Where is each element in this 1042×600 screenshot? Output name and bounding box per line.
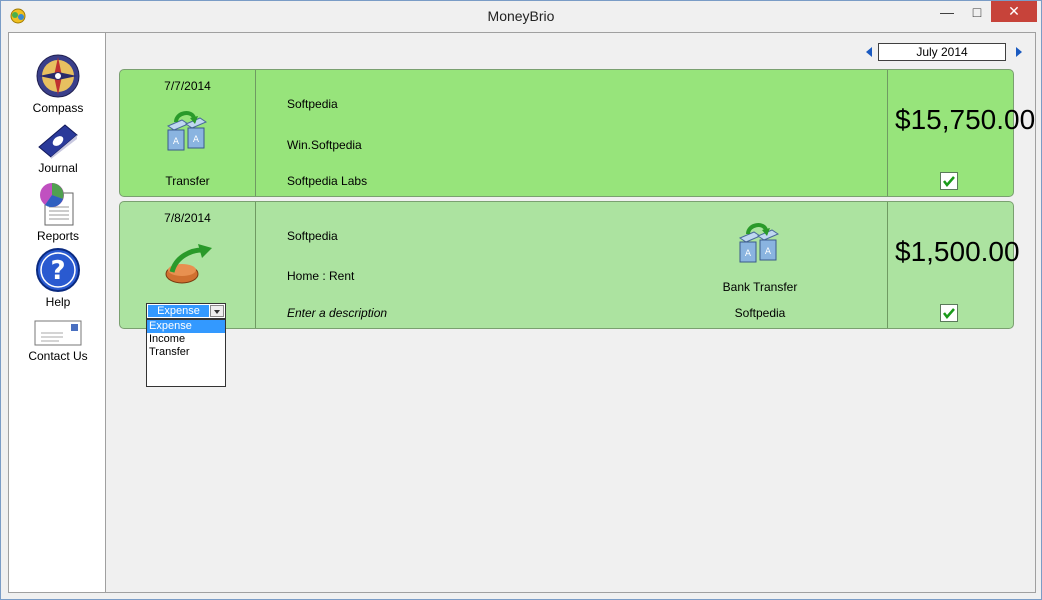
close-button[interactable]: ✕ <box>991 1 1037 22</box>
sidebar-item-label: Reports <box>36 229 80 243</box>
entry-amount[interactable]: $15,750.00 <box>895 104 1036 135</box>
bank-account[interactable]: Softpedia <box>734 306 786 320</box>
dropdown-option-income[interactable]: Income <box>149 333 186 345</box>
entry-amount[interactable]: $1,500.00 <box>895 236 1020 267</box>
dropdown-option-expense[interactable]: Expense <box>147 320 225 333</box>
entry-date[interactable]: 7/7/2014 <box>164 79 211 93</box>
journal-entry[interactable]: 7/7/2014 A A Transfer Softpedia Win.Soft… <box>119 69 1036 197</box>
cleared-checkbox[interactable] <box>940 172 958 190</box>
svg-text:?: ? <box>50 256 65 286</box>
svg-text:A: A <box>173 137 180 147</box>
help-icon: ? <box>36 248 80 292</box>
expense-type-icon[interactable] <box>162 242 214 289</box>
svg-text:A: A <box>193 135 200 145</box>
sidebar: Compass Journal Reports <box>8 32 106 593</box>
transfer-icon: A A <box>738 223 780 263</box>
entry-description[interactable]: Softpedia Labs <box>287 174 368 188</box>
envelope-icon <box>34 320 82 346</box>
entry-type-select[interactable]: Expense <box>146 303 226 319</box>
svg-text:A: A <box>765 247 772 257</box>
compass-icon <box>36 54 80 98</box>
svg-text:A: A <box>745 249 752 259</box>
bank-transfer-icon[interactable]: A A <box>736 220 782 269</box>
dropdown-toggle-button[interactable] <box>210 305 224 317</box>
entry-type-dropdown-list: Expense Income Transfer <box>146 319 226 387</box>
chevron-down-icon <box>214 310 220 314</box>
sidebar-item-label: Journal <box>38 161 78 175</box>
entry-account[interactable]: Win.Softpedia <box>287 138 362 152</box>
title-bar[interactable]: MoneyBrio — □ ✕ <box>1 1 1041 32</box>
app-logo-icon <box>10 8 26 24</box>
month-navigator: July 2014 <box>864 43 1024 63</box>
sidebar-item-label: Help <box>45 295 71 309</box>
column-divider <box>255 202 256 328</box>
column-divider <box>887 70 888 196</box>
bank-transfer-label[interactable]: Bank Transfer <box>722 280 798 294</box>
sidebar-item-contact-us[interactable]: Contact Us <box>9 319 107 363</box>
current-month[interactable]: July 2014 <box>878 43 1006 61</box>
column-divider <box>255 70 256 196</box>
journal-icon <box>38 124 78 159</box>
next-month-icon[interactable] <box>1014 46 1024 58</box>
minimize-button[interactable]: — <box>940 3 954 20</box>
sidebar-item-reports[interactable]: Reports <box>9 181 107 243</box>
journal-entry[interactable]: 7/8/2014 Softpedia Home : Rent Enter a d… <box>119 201 1020 329</box>
reports-icon <box>40 183 74 226</box>
wallet-expense-icon <box>165 244 212 284</box>
entry-type[interactable]: Transfer <box>165 174 210 188</box>
entry-payee[interactable]: Softpedia <box>287 97 338 111</box>
entry-description-placeholder[interactable]: Enter a description <box>287 306 388 320</box>
sidebar-item-help[interactable]: ? Help <box>9 247 107 309</box>
transfer-type-icon[interactable]: A A <box>164 108 210 157</box>
window-title: MoneyBrio <box>487 8 555 24</box>
sidebar-item-label: Contact Us <box>28 349 88 363</box>
sidebar-item-compass[interactable]: Compass <box>9 53 107 115</box>
entry-date[interactable]: 7/8/2014 <box>164 211 211 225</box>
entry-category[interactable]: Home : Rent <box>287 269 355 283</box>
journal-panel: July 2014 7/7/2014 A A <box>105 32 1036 593</box>
checkmark-icon <box>943 308 955 319</box>
dropdown-option-transfer[interactable]: Transfer <box>149 346 190 358</box>
previous-month-icon[interactable] <box>864 46 874 58</box>
entry-payee[interactable]: Softpedia <box>287 229 338 243</box>
entry-type-selected[interactable]: Expense <box>148 305 209 317</box>
sidebar-item-label: Compass <box>32 101 84 115</box>
checkmark-icon <box>943 176 955 187</box>
column-divider <box>887 202 888 328</box>
sidebar-item-journal[interactable]: Journal <box>9 121 107 175</box>
maximize-button[interactable]: □ <box>972 3 982 20</box>
cleared-checkbox[interactable] <box>940 304 958 322</box>
transfer-icon: A A <box>166 111 208 151</box>
